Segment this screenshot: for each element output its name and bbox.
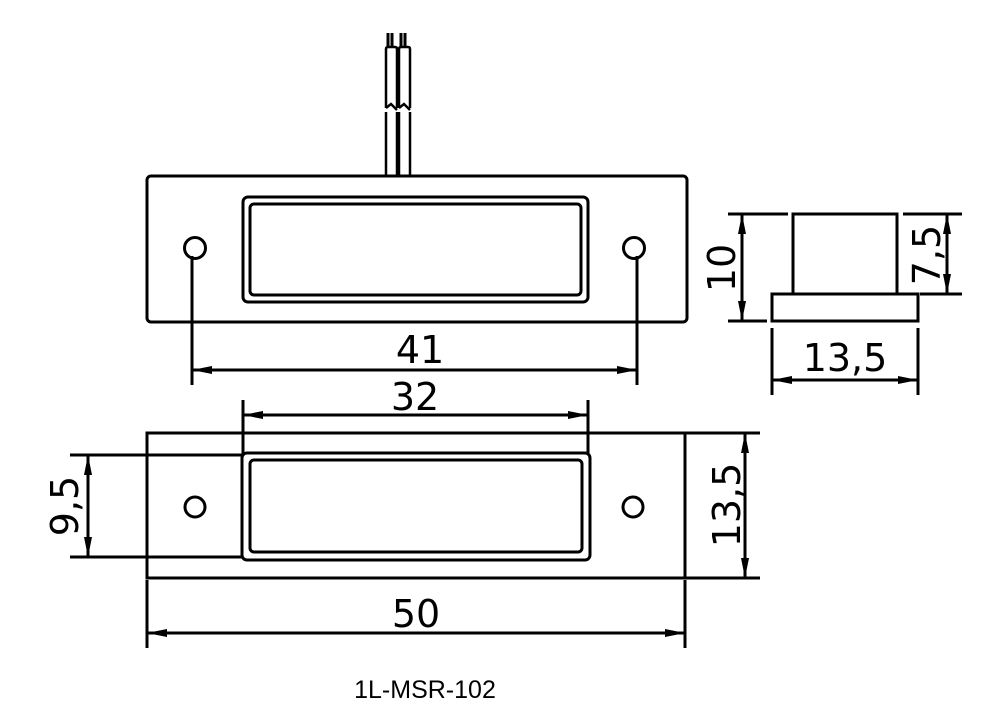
dimension-label: 32 — [391, 375, 439, 419]
side-top-block — [791, 212, 899, 296]
dimension-side-top-height: 7,5 — [903, 212, 962, 296]
model-label: 1L-MSR-102 — [354, 676, 496, 704]
dimension-label: 10 — [700, 244, 744, 292]
bottom-view: 32 9,5 13,5 50 — [43, 375, 760, 648]
side-view: 10 7,5 13,5 — [700, 212, 962, 395]
mounting-hole-right — [621, 495, 645, 519]
bottom-window-outer — [240, 451, 592, 562]
top-window-inner — [248, 202, 583, 297]
dimension-hole-spacing: 41 — [190, 256, 639, 385]
top-window-outer — [241, 195, 590, 304]
top-body-outline — [145, 174, 689, 324]
dimension-label: 13,5 — [705, 463, 749, 548]
mounting-hole-left — [183, 495, 207, 519]
dimension-label: 7,5 — [905, 225, 949, 285]
side-base — [770, 292, 920, 323]
dimension-window-length: 32 — [241, 375, 590, 455]
wires — [384, 33, 412, 175]
dimension-side-width: 13,5 — [770, 328, 920, 395]
dimension-side-total-height: 10 — [700, 212, 788, 323]
dimension-body-width: 13,5 — [685, 431, 760, 580]
dimension-label: 41 — [396, 328, 444, 372]
dimension-label: 50 — [392, 592, 440, 636]
dimension-body-length: 50 — [145, 580, 687, 648]
dimension-label: 9,5 — [43, 476, 87, 536]
bottom-window-inner — [248, 458, 584, 554]
dimension-window-height: 9,5 — [43, 453, 242, 559]
mounting-hole-right — [622, 236, 646, 260]
dimension-label: 13,5 — [803, 336, 888, 380]
mounting-hole-left — [183, 236, 207, 260]
top-view: 41 — [145, 33, 689, 385]
bottom-body-outline — [145, 431, 687, 580]
